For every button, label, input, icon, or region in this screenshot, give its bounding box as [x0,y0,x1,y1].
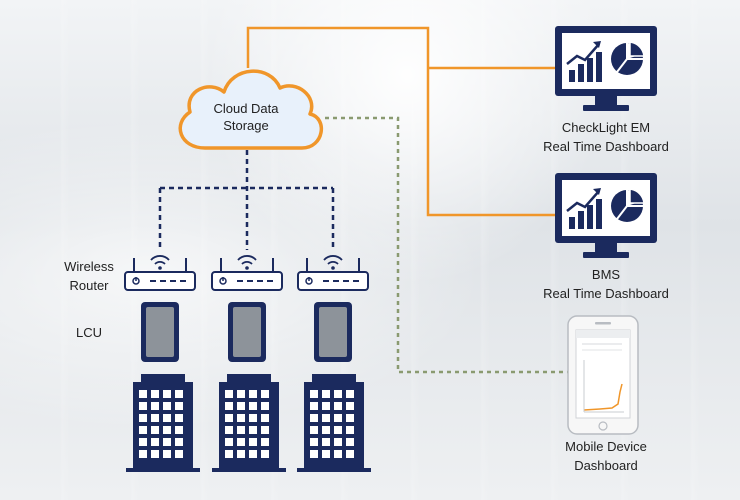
lcu-label: LCU [54,323,124,342]
lcu-label-text: LCU [75,325,102,340]
router-label-line1: Wireless [64,259,114,274]
wireless-router-label: Wireless Router [54,257,124,295]
cloud-label-line1: Cloud Data [213,101,279,116]
wireless-router-icon [124,254,196,291]
monitor-dashboard-icon [553,171,659,260]
cloud-icon [178,69,324,150]
smartphone-icon [567,315,639,435]
bms-label-line1: BMS [591,267,621,282]
connector-cloud-to-routers [158,150,335,250]
cloud-storage-label: Cloud Data Storage [196,100,296,134]
connector-cloud-to-mobile [325,116,568,374]
checklight-label-line2: Real Time Dashboard [543,139,669,154]
building-icon [212,374,286,472]
lcu-device-icon [314,302,352,362]
mobile-label-line2: Dashboard [574,458,638,473]
wireless-router-icon [211,254,283,291]
bms-label-line2: Real Time Dashboard [543,286,669,301]
monitor-dashboard-icon [553,24,659,113]
lcu-device-icon [228,302,266,362]
building-icon [297,374,371,472]
cloud-label-line2: Storage [223,118,269,133]
checklight-dashboard-label: CheckLight EM Real Time Dashboard [526,118,686,156]
connector-cloud-to-dashboards [246,26,555,217]
checklight-label-line1: CheckLight EM [561,120,651,135]
mobile-label-line1: Mobile Device [565,439,647,454]
bms-dashboard-label: BMS Real Time Dashboard [526,265,686,303]
lcu-device-icon [141,302,179,362]
wireless-router-icon [297,254,369,291]
building-icon [126,374,200,472]
mobile-dashboard-label: Mobile Device Dashboard [526,437,686,475]
router-label-line2: Router [69,278,109,293]
